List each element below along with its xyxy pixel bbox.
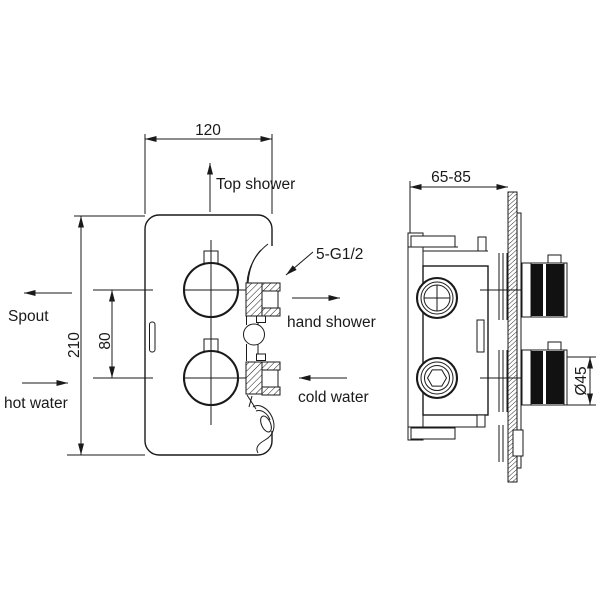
label-hand-shower: hand shower [287,295,376,331]
hex-socket [426,369,448,387]
label-spout: Spout [8,290,72,325]
cold-water-port [245,361,281,396]
top-mounting-bracket [408,235,488,252]
lower-knob-side [521,341,568,406]
dim-height-210: 210 [66,215,145,456]
svg-text:Spout: Spout [8,308,49,325]
spout-hook [246,394,275,454]
dim-height-text: 210 [66,332,83,358]
label-cold-water: cold water [298,375,369,406]
svg-text:5-G1/2: 5-G1/2 [316,246,363,263]
bottom-mounting-bracket [408,414,486,440]
face-plate [407,232,424,441]
plate-edge-lines [498,253,508,462]
label-hot-water: hot water [4,380,68,412]
upper-knob-side [521,254,568,318]
trim-profile [243,243,281,454]
lower-knob [182,349,240,407]
dim-knob-diameter-45: Ø45 [567,356,596,406]
label-thread: 5-G1/2 [285,246,363,276]
svg-text:hand shower: hand shower [287,314,376,331]
centerlines [93,240,246,425]
trim-step-upper [256,315,266,323]
wall-plate-edge [516,212,522,469]
dim-width-120: 120 [144,122,273,214]
upper-port-side [415,276,459,320]
lower-port-side [415,356,459,400]
label-top-shower: Top shower [207,163,295,212]
trim-step-lower [256,353,266,361]
dim-knob-spacing-text: 80 [97,332,114,350]
svg-text:hot water: hot water [4,395,68,412]
dim-knob-spacing-80: 80 [97,290,115,378]
dim-width-text: 120 [195,122,221,139]
wall-bottom-block [512,429,524,457]
front-view: 120 210 80 Top shower Spout hot water 5-… [4,122,376,456]
svg-text:cold water: cold water [298,389,369,406]
hand-shower-port [245,282,281,317]
side-view: 65-85 Ø45 [407,169,596,483]
body-side-tab [476,319,485,353]
dim-depth-text: 65-85 [431,169,471,186]
dim-knob-diameter-text: Ø45 [573,366,590,395]
upper-knob [182,261,240,319]
dim-depth-65-85: 65-85 [409,169,508,233]
svg-text:Top shower: Top shower [216,176,295,193]
trim-bump [243,323,265,346]
left-clip-tab [149,321,156,353]
